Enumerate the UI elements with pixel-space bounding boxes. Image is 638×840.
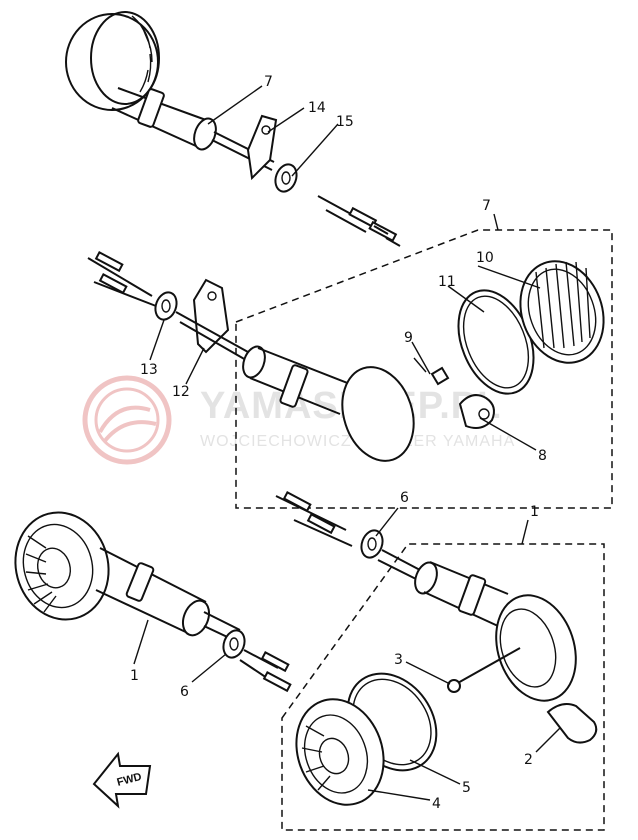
callout-1-left: 1: [130, 668, 139, 684]
callout-10: 10: [476, 250, 494, 266]
group-7-boundary: [235, 229, 613, 509]
lower-left-turn-signal-assembly: [14, 511, 292, 693]
callout-labels: 7 14 15 7 10 11 9 8 13 12 6 1 1 6 3 2 5 …: [130, 74, 547, 812]
left-lamp-lens: [14, 511, 110, 621]
callout-8: 8: [538, 448, 547, 464]
callout-3: 3: [394, 652, 403, 668]
mid-lens: [519, 260, 605, 364]
mid-mount-clamp: [279, 364, 309, 408]
callout-4: 4: [432, 796, 441, 812]
top-bracket: [246, 114, 278, 181]
callout-5: 5: [462, 780, 471, 796]
callout-1-top: 1: [530, 504, 539, 520]
callout-7-group: 7: [482, 198, 491, 214]
right-lens: [295, 698, 385, 806]
top-mount-clamp: [137, 88, 165, 128]
watermark-logo: [82, 375, 172, 465]
callout-13: 13: [140, 362, 158, 378]
right-bulb: [546, 703, 598, 744]
callout-12: 12: [172, 384, 190, 400]
mid-grommet: [154, 291, 178, 321]
group-1-boundary: [281, 543, 605, 831]
lower-right-turn-signal-assembly: [275, 491, 605, 831]
callout-11: 11: [438, 274, 456, 290]
callout-9: 9: [404, 330, 413, 346]
right-grommet: [360, 529, 384, 559]
callout-6-top: 6: [400, 490, 409, 506]
callout-6-left: 6: [180, 684, 189, 700]
mid-bracket: [192, 278, 230, 354]
mid-lamp-body: [341, 366, 415, 462]
top-grommet: [274, 163, 298, 193]
mid-bulb: [458, 394, 495, 429]
middle-turn-signal-assembly: [87, 213, 613, 509]
right-lamp-body: [495, 594, 577, 702]
leader-lines: [133, 85, 561, 801]
left-grommet: [222, 629, 246, 659]
forward-direction-arrow: FWD: [92, 751, 152, 809]
top-turn-signal-assembly: [65, 11, 401, 247]
callout-15: 15: [336, 114, 354, 130]
callout-2: 2: [524, 752, 533, 768]
callout-14: 14: [308, 100, 326, 116]
callout-7-top: 7: [264, 74, 273, 90]
